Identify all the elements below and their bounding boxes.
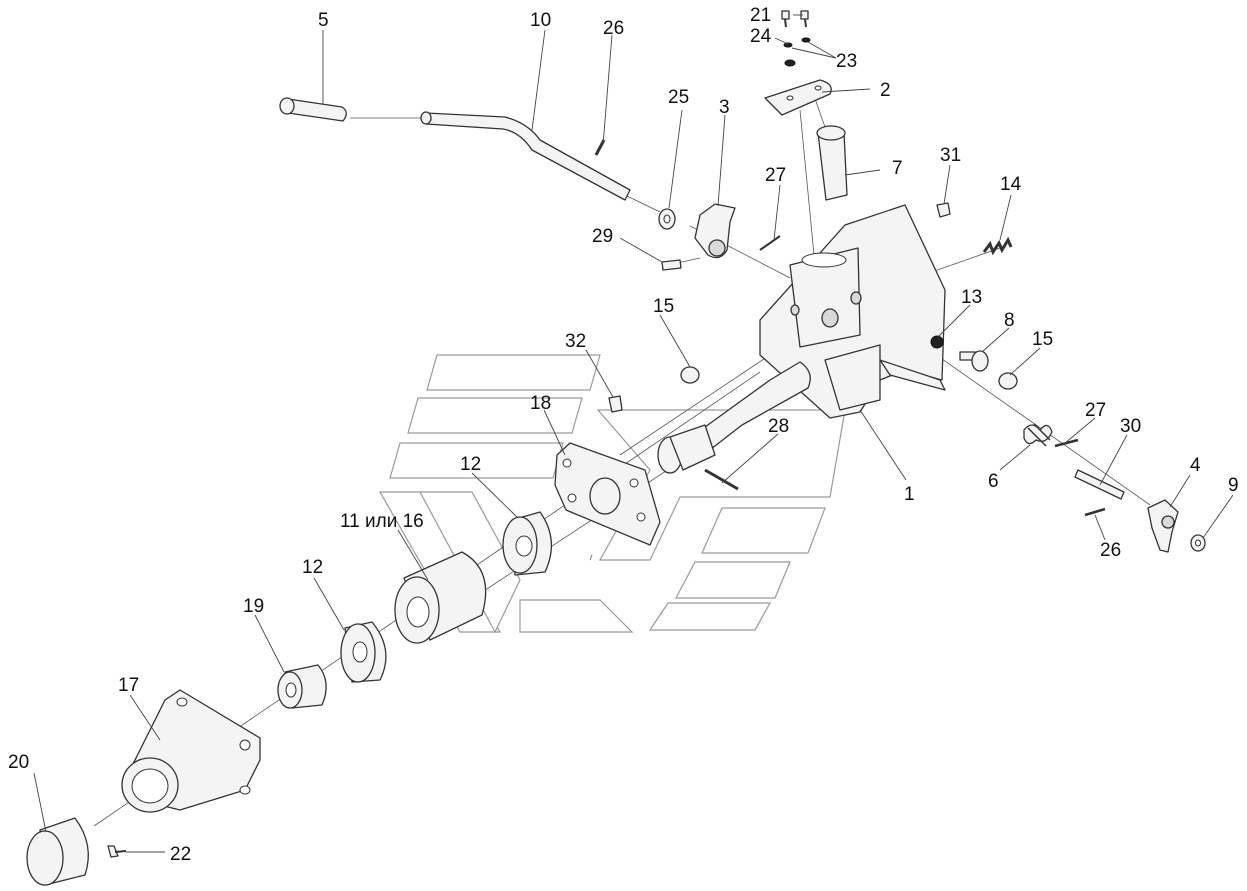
part-3-cam (694, 203, 736, 259)
callout-8: 8 (1004, 310, 1015, 331)
callout-30: 30 (1120, 416, 1141, 437)
part-31-fitting (936, 202, 951, 218)
part-9-washer (1190, 534, 1206, 552)
part-25-washer (658, 208, 676, 230)
callout-15: 15 (1032, 329, 1053, 350)
callout-7: 7 (892, 158, 903, 179)
part-18-flange (554, 442, 661, 546)
part-22-bolt (107, 845, 127, 858)
callout-29: 29 (592, 226, 613, 247)
callout-27: 27 (765, 165, 786, 186)
part-12-bushing-upper (502, 511, 553, 576)
part-12-bushing-lower (340, 621, 387, 683)
assembly-axes (93, 89, 1151, 827)
part-5-grip (279, 97, 347, 122)
part-21-bolts (781, 10, 809, 28)
part-10-lever (420, 111, 631, 201)
part-15-plug-left (680, 366, 700, 384)
part-26-pin-top (594, 139, 606, 156)
callout-32: 32 (565, 331, 586, 352)
callout-31: 31 (940, 145, 961, 166)
callout-4: 4 (1190, 455, 1201, 476)
part-19-nut (277, 664, 327, 709)
callout-2: 2 (880, 80, 891, 101)
callout-24: 24 (750, 26, 772, 47)
part-4-cam (1147, 499, 1179, 553)
part-1-bracket (759, 204, 946, 419)
callout-11-or-16: 11 или 16 (340, 511, 424, 532)
callout-28: 28 (768, 416, 789, 437)
part-27-pin-top (759, 235, 781, 251)
part-27-pin-right (1054, 438, 1079, 448)
part-14-spring (982, 236, 1013, 256)
callout-3: 3 (719, 97, 730, 118)
callout-labels: 5 10 26 21 24 23 2 25 3 7 31 27 14 29 13… (8, 5, 1239, 865)
callout-23: 23 (836, 51, 857, 72)
part-26-pin-right (1084, 507, 1106, 517)
callout-12: 12 (302, 557, 323, 578)
callout-25: 25 (668, 87, 689, 108)
callout-27: 27 (1085, 400, 1106, 421)
callout-1: 1 (904, 484, 915, 505)
callout-13: 13 (961, 287, 982, 308)
callout-12: 12 (460, 454, 481, 475)
part-2-plate (764, 79, 832, 116)
callout-15: 15 (653, 296, 674, 317)
callout-20: 20 (8, 752, 29, 773)
callout-26: 26 (1100, 540, 1121, 561)
callout-17: 17 (118, 675, 139, 696)
callout-5: 5 (318, 10, 329, 31)
callout-18: 18 (530, 393, 551, 414)
part-7-sleeve (816, 125, 848, 201)
part-28-bolt (704, 468, 739, 491)
callout-19: 19 (243, 596, 264, 617)
part-6-spring (1023, 423, 1053, 447)
callout-21: 21 (750, 5, 771, 26)
callout-14: 14 (1000, 174, 1022, 195)
callout-26: 26 (603, 18, 624, 39)
callout-22: 22 (170, 844, 191, 865)
callout-6: 6 (988, 471, 999, 492)
part-29-pin (661, 259, 682, 271)
part-30-axle (1074, 469, 1125, 500)
callout-9: 9 (1228, 475, 1239, 496)
part-32-fitting (608, 395, 623, 413)
part-13-nut (930, 335, 944, 349)
leader-lines (33, 14, 1234, 853)
part-1-shaft (657, 361, 811, 474)
part-15-plug-right (998, 372, 1018, 390)
callout-10: 10 (530, 10, 551, 31)
part-20-cap (26, 817, 89, 886)
part-17-housing (121, 689, 261, 813)
part-8-bolt (959, 350, 989, 372)
part-23-24-washers (783, 37, 811, 67)
